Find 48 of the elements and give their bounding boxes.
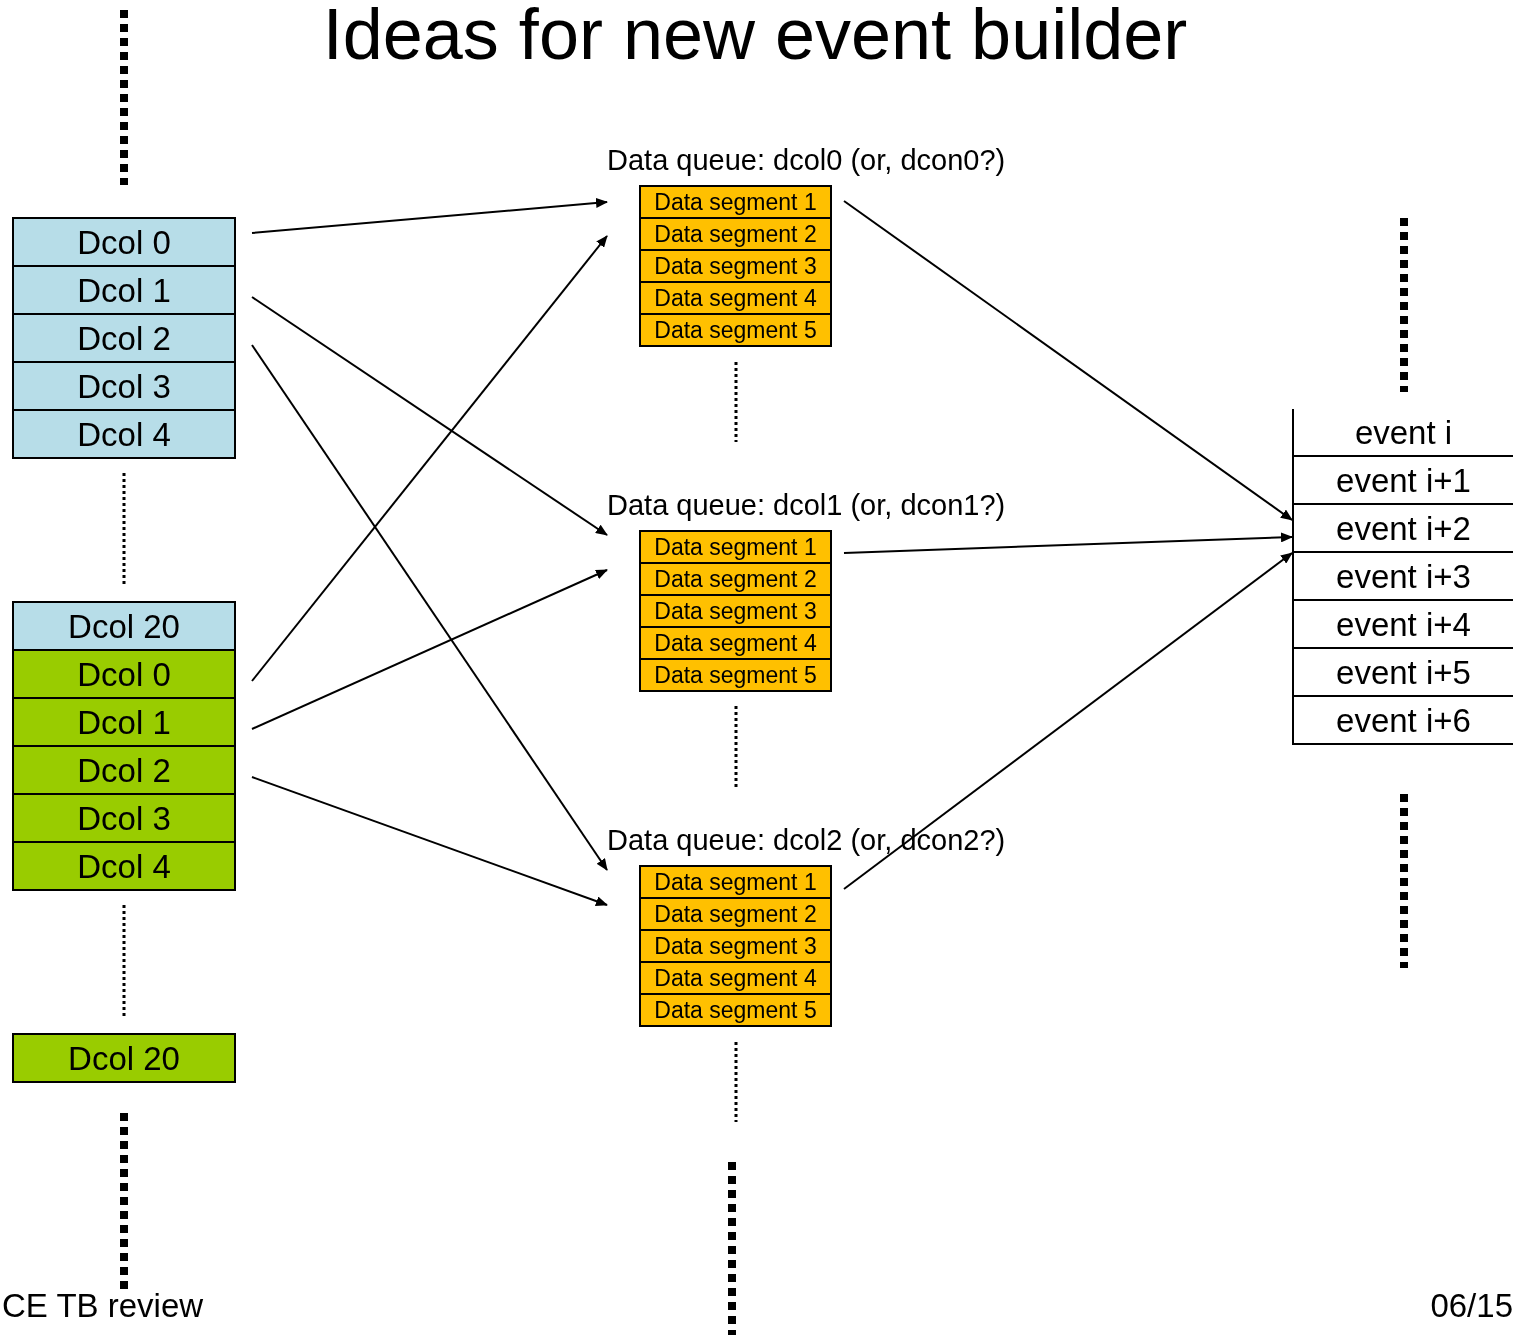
dcol-box: Dcol 0 [12, 649, 236, 699]
event-row: event i+3 [1294, 553, 1513, 601]
event-row: event i+2 [1294, 505, 1513, 553]
dcol-box: Dcol 20 [12, 601, 236, 651]
data-segment-box: Data segment 3 [639, 594, 832, 628]
arrow [251, 776, 608, 906]
dcol-box: Dcol 1 [12, 265, 236, 315]
data-segment-box: Data segment 3 [639, 249, 832, 283]
data-segment-box: Data segment 2 [639, 562, 832, 596]
title: Ideas for new event builder [321, 0, 1189, 76]
data-segment-box: Data segment 1 [639, 530, 832, 564]
event-stack [1292, 409, 1513, 745]
arrow [251, 235, 608, 682]
arrow [251, 569, 608, 730]
arrow [251, 344, 608, 871]
data-segment-box: Data segment 1 [639, 185, 832, 219]
data-segment-box: Data segment 4 [639, 961, 832, 995]
event-row: event i+1 [1294, 457, 1513, 505]
data-segment-box: Data segment 5 [639, 658, 832, 692]
dcol-box: Dcol 3 [12, 361, 236, 411]
data-segment-box: Data segment 3 [639, 929, 832, 963]
dcol-box: Dcol 4 [12, 409, 236, 459]
footer-text: CE TB review [2, 1288, 204, 1324]
data-segment-box: Data segment 1 [639, 865, 832, 899]
arrow [251, 198, 608, 234]
data-segment-box: Data segment 5 [639, 993, 832, 1027]
dcol-box: Dcol 2 [12, 745, 236, 795]
dcol-box: Dcol 0 [12, 217, 236, 267]
event-row: event i [1294, 409, 1513, 457]
data-segment-box: Data segment 2 [639, 217, 832, 251]
queue-heading: Data queue: dcol0 (or, dcon0?) [607, 143, 1006, 177]
data-segment-box: Data segment 4 [639, 626, 832, 660]
dcol-box: Dcol 1 [12, 697, 236, 747]
dcol-box: Dcol 4 [12, 841, 236, 891]
arrow [251, 296, 608, 536]
footer-text: 06/15 [1430, 1288, 1513, 1324]
data-segment-box: Data segment 4 [639, 281, 832, 315]
event-row: event i+4 [1294, 601, 1513, 649]
arrow [843, 200, 1293, 521]
arrow [843, 532, 1293, 554]
arrow [843, 552, 1293, 890]
dcol-box: Dcol 20 [12, 1033, 236, 1083]
queue-heading: Data queue: dcol1 (or, dcon1?) [607, 488, 1006, 522]
data-segment-box: Data segment 5 [639, 313, 832, 347]
event-row: event i+5 [1294, 649, 1513, 697]
dcol-box: Dcol 3 [12, 793, 236, 843]
data-segment-box: Data segment 2 [639, 897, 832, 931]
dcol-box: Dcol 2 [12, 313, 236, 363]
